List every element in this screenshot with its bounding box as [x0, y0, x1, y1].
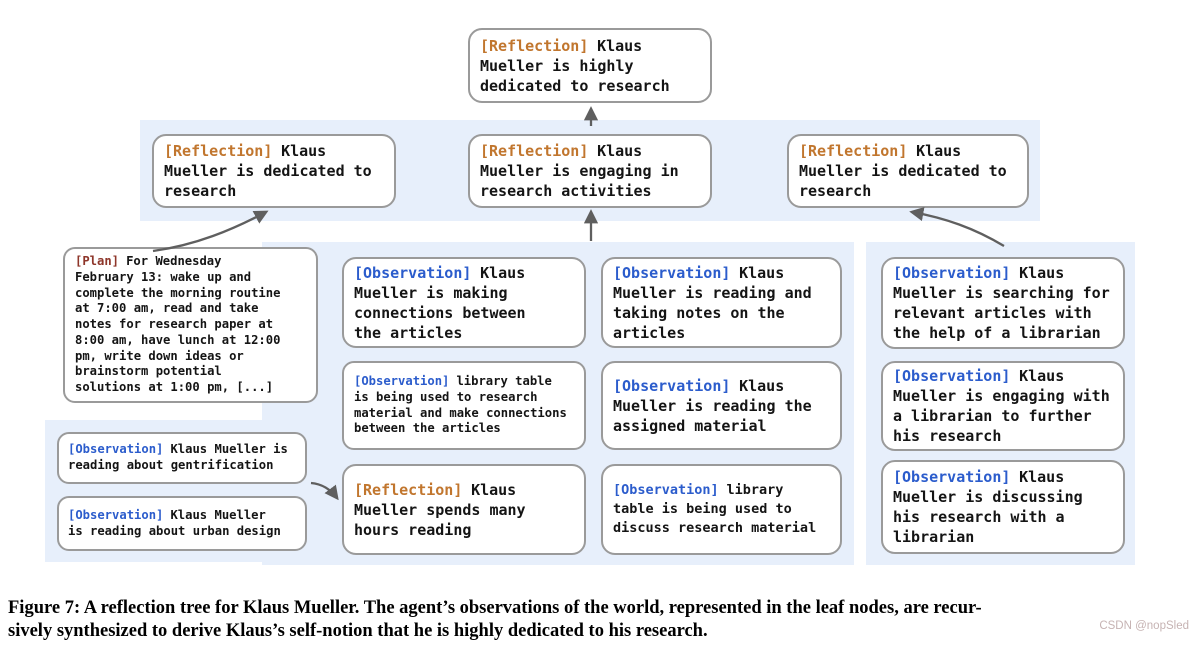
node-text: Klaus Mueller is dedicated to research: [164, 142, 372, 200]
node-obs-library-table-discuss: [Observation]library table is being used…: [601, 464, 842, 555]
reflection-tag: [Reflection]: [480, 36, 589, 55]
node-text: Klaus Mueller is making connections betw…: [354, 263, 526, 342]
node-obs-reading-taking-notes: [Observation]Klaus Mueller is reading an…: [601, 257, 842, 348]
node-reflection-spends-hours-reading: [Reflection]Klaus Mueller spends many ho…: [342, 464, 586, 555]
node-level2-left-reflection: [Reflection]Klaus Mueller is dedicated t…: [152, 134, 396, 208]
node-text: For Wednesday February 13: wake up and c…: [75, 253, 281, 395]
node-text: Klaus Mueller is discussing his research…: [893, 468, 1083, 546]
figure-caption: Figure 7: A reflection tree for Klaus Mu…: [8, 597, 1190, 643]
watermark: CSDN @nopSled: [1099, 620, 1189, 632]
node-text: Klaus Mueller is engaging in research ac…: [480, 142, 679, 200]
observation-tag: [Observation]: [613, 376, 731, 395]
observation-tag: [Observation]: [613, 263, 731, 282]
observation-tag: [Observation]: [68, 507, 164, 522]
node-obs-reading-assigned-material: [Observation]Klaus Mueller is reading th…: [601, 361, 842, 450]
node-text: Klaus Mueller is engaging with a librari…: [893, 367, 1110, 445]
caption-line-2: sively synthesized to derive Klaus’s sel…: [8, 621, 708, 641]
reflection-tag: [Reflection]: [799, 142, 908, 160]
reflection-tag: [Reflection]: [164, 142, 273, 160]
node-text: Klaus Mueller is reading about urban des…: [68, 507, 281, 538]
node-text: library table is being used to research …: [354, 373, 567, 436]
observation-tag: [Observation]: [354, 263, 472, 282]
node-level2-right-reflection: [Reflection]Klaus Mueller is dedicated t…: [787, 134, 1029, 208]
node-obs-discussing-research: [Observation]Klaus Mueller is discussing…: [881, 460, 1125, 554]
node-root-reflection: [Reflection]Klaus Mueller is highly dedi…: [468, 28, 712, 103]
caption-line-1: Figure 7: A reflection tree for Klaus Mu…: [8, 598, 982, 618]
node-text: Klaus Mueller is highly dedicated to res…: [480, 36, 670, 95]
node-obs-reading-gentrification: [Observation]Klaus Mueller is reading ab…: [57, 432, 307, 484]
node-text: Klaus Mueller is reading and taking note…: [613, 263, 812, 342]
node-obs-reading-urban-design: [Observation]Klaus Mueller is reading ab…: [57, 496, 307, 551]
node-text: Klaus Mueller is reading about gentrific…: [68, 442, 288, 472]
node-text: library table is being used to discuss r…: [613, 482, 817, 536]
observation-tag: [Observation]: [893, 468, 1011, 486]
reflection-tag: [Reflection]: [480, 142, 589, 160]
node-obs-engaging-librarian: [Observation]Klaus Mueller is engaging w…: [881, 361, 1125, 451]
node-obs-making-connections: [Observation]Klaus Mueller is making con…: [342, 257, 586, 348]
observation-tag: [Observation]: [893, 264, 1011, 282]
node-text: Klaus Mueller is reading the assigned ma…: [613, 376, 812, 435]
node-text: Klaus Mueller is searching for relevant …: [893, 264, 1110, 342]
plan-tag: [Plan]: [75, 253, 120, 268]
node-obs-library-table-research: [Observation]library table is being used…: [342, 361, 586, 450]
node-text: Klaus Mueller spends many hours reading: [354, 480, 526, 539]
observation-tag: [Observation]: [68, 442, 164, 457]
observation-tag: [Observation]: [354, 373, 450, 388]
node-text: Klaus Mueller is dedicated to research: [799, 142, 1007, 200]
observation-tag: [Observation]: [613, 482, 719, 498]
node-level2-middle-reflection: [Reflection]Klaus Mueller is engaging in…: [468, 134, 712, 208]
observation-tag: [Observation]: [893, 367, 1011, 385]
node-plan: [Plan]For Wednesday February 13: wake up…: [63, 247, 318, 403]
node-obs-searching-articles: [Observation]Klaus Mueller is searching …: [881, 257, 1125, 349]
reflection-tag: [Reflection]: [354, 480, 463, 499]
